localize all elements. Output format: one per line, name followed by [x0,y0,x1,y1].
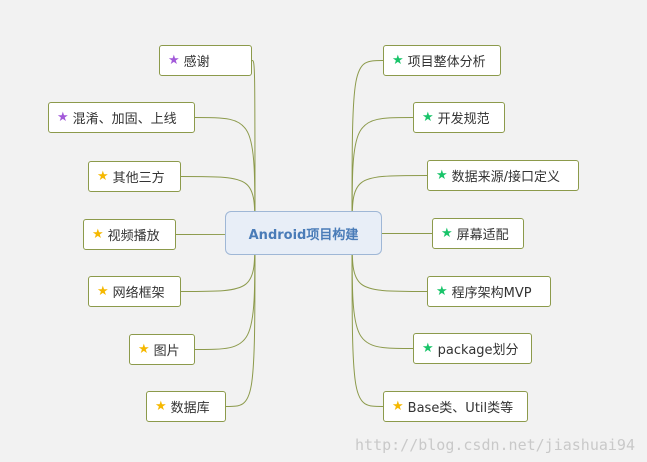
topic-label: Base类、Util类等 [407,401,514,416]
topic-architecture-mvp[interactable]: ★ 程序架构MVP [427,276,551,307]
topic-network-framework[interactable]: ★ 网络框架 [88,276,181,307]
topic-project-analysis[interactable]: ★ 项目整体分析 [383,45,501,76]
topic-obfuscation-release[interactable]: ★ 混淆、加固、上线 [48,102,195,133]
topic-database[interactable]: ★ 数据库 [146,391,226,422]
connector-line [351,232,384,407]
topic-label: 视频播放 [107,229,160,244]
star-icon: ★ [97,284,109,299]
star-icon: ★ [138,342,150,357]
watermark: http://blog.csdn.net/jiashuai94 [355,436,635,454]
star-icon: ★ [422,110,434,125]
star-icon: ★ [155,399,167,414]
connector-line [351,60,384,234]
topic-label: 感谢 [183,55,210,70]
star-icon: ★ [168,53,180,68]
topic-label: 图片 [153,344,180,359]
star-icon: ★ [422,341,434,356]
topic-label: 开发规范 [437,112,490,127]
topic-screen-adaptation[interactable]: ★ 屏幕适配 [432,218,524,249]
topic-images[interactable]: ★ 图片 [129,334,195,365]
topic-data-source-api[interactable]: ★ 数据来源/接口定义 [427,160,579,191]
topic-label: 数据库 [170,401,210,416]
topic-label: 其他三方 [112,171,165,186]
topic-label: 屏幕适配 [456,228,509,243]
star-icon: ★ [436,168,448,183]
topic-label: package划分 [437,343,519,358]
topic-third-party[interactable]: ★ 其他三方 [88,161,181,192]
topic-label: 程序架构MVP [451,286,532,301]
star-icon: ★ [92,227,104,242]
star-icon: ★ [441,226,453,241]
topic-label: 项目整体分析 [407,55,486,70]
topic-dev-standards[interactable]: ★ 开发规范 [413,102,505,133]
connector-line [225,232,256,407]
topic-thanks[interactable]: ★ 感谢 [159,45,252,76]
central-topic[interactable]: Android项目构建 [225,211,382,255]
star-icon: ★ [436,284,448,299]
topic-video-playback[interactable]: ★ 视频播放 [83,219,176,250]
topic-package-division[interactable]: ★ package划分 [413,333,532,364]
topic-label: 混淆、加固、上线 [72,112,177,127]
topic-label: 网络框架 [112,286,165,301]
central-topic-label: Android项目构建 [248,227,359,243]
star-icon: ★ [97,169,109,184]
connector-line [194,117,256,234]
star-icon: ★ [392,53,404,68]
star-icon: ★ [392,399,404,414]
connector-line [351,117,414,234]
star-icon: ★ [57,110,69,125]
topic-base-util-classes[interactable]: ★ Base类、Util类等 [383,391,528,422]
topic-label: 数据来源/接口定义 [451,170,561,185]
